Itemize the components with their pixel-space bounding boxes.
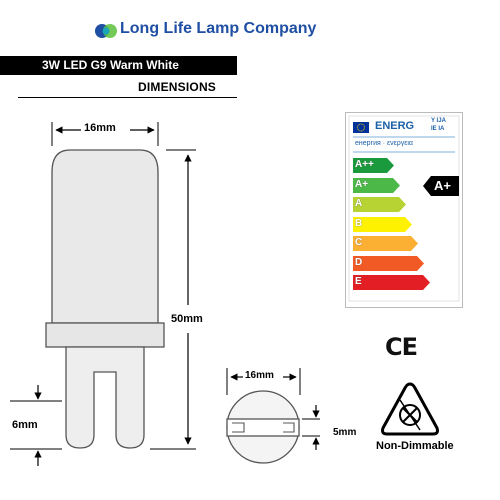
title-bar	[0, 56, 237, 75]
dimension-height: 50mm	[171, 313, 203, 325]
bulb-base-view	[226, 368, 320, 464]
energy-class-bar: A++	[353, 158, 395, 173]
energy-class-label: A+	[355, 178, 369, 190]
bulb-base-collar	[45, 322, 165, 348]
energy-label: ENERG Y IJA IE IA енергия · ενεργεια A++…	[345, 112, 463, 308]
energy-class-label: A++	[355, 159, 374, 170]
dimension-width-top: 16mm	[84, 122, 116, 134]
energy-class-bar: C	[353, 236, 419, 251]
energy-title: ENERG	[375, 120, 415, 132]
ce-mark-icon: CE	[385, 333, 418, 361]
energy-class-bar: D	[353, 255, 425, 271]
non-dimmable-icon	[381, 382, 439, 436]
eu-flag-icon	[353, 122, 369, 133]
energy-class-bar: A	[353, 197, 407, 212]
dimension-pin-length: 6mm	[12, 419, 38, 431]
brand-name: Long Life Lamp Company	[120, 20, 317, 37]
energy-class-bar: E	[353, 275, 431, 290]
energy-class-label: A	[355, 198, 363, 209]
energy-rating-value: A+	[434, 178, 451, 193]
energy-title-suffix-bottom: IE IA	[431, 126, 445, 132]
non-dimmable-label: Non-Dimmable	[376, 440, 454, 452]
dimension-pin-gap: 5mm	[333, 427, 357, 438]
product-title: 3W LED G9 Warm White	[42, 58, 179, 72]
energy-class-bar: B	[353, 216, 413, 232]
bulb-capsule	[51, 149, 159, 324]
section-underline	[18, 97, 237, 98]
company-logo-icon	[95, 24, 117, 38]
energy-subtitle: енергия · ενεργεια	[355, 140, 413, 147]
energy-title-suffix-top: Y IJA	[431, 118, 446, 124]
bulb-pins	[65, 346, 145, 449]
section-title: DIMENSIONS	[138, 80, 217, 94]
dimension-base-width: 16mm	[245, 370, 274, 381]
energy-rating-arrow: A+	[423, 176, 459, 196]
energy-class-bar: A+	[353, 177, 401, 193]
energy-class-label: D	[355, 256, 363, 268]
energy-class-label: E	[355, 276, 362, 287]
energy-class-label: B	[355, 217, 363, 229]
energy-class-label: C	[355, 237, 363, 248]
